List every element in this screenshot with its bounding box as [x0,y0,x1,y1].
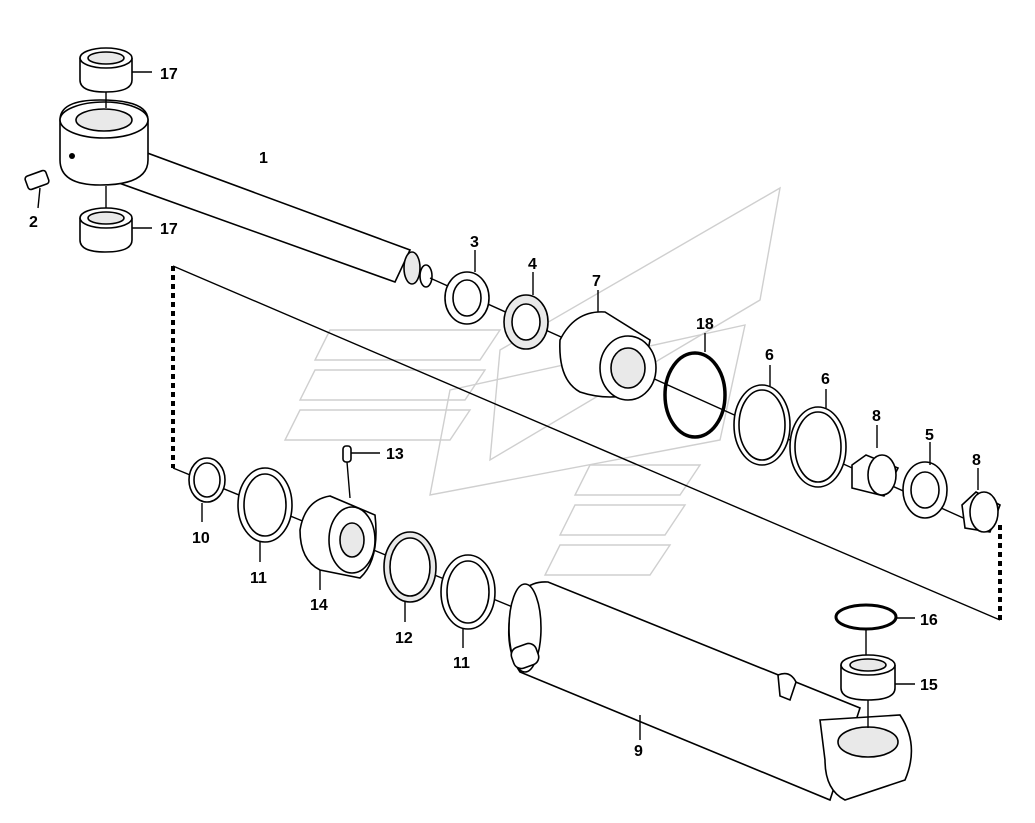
ring-6b [789,389,847,488]
ring-10 [188,457,226,522]
bushing-bottom [79,186,152,253]
assembly-connector [171,265,1002,621]
o-ring-18 [663,333,727,439]
seal-12 [383,531,437,622]
seal-4 [503,272,549,350]
label-14: 14 [310,597,328,614]
label-6-first: 6 [765,347,774,364]
label-6-second: 6 [821,371,830,388]
bushing-top [79,47,152,108]
label-4: 4 [528,256,537,273]
label-11-left: 11 [250,570,267,587]
label-18: 18 [696,316,714,333]
o-ring-16 [834,603,915,655]
ring-11a [237,467,293,562]
ring-11b [440,554,496,648]
wiper-5 [902,442,948,519]
label-12: 12 [395,630,413,647]
label-15: 15 [920,677,938,694]
ring-6a [733,365,791,466]
label-16: 16 [920,612,938,629]
bushing-8a [851,425,900,497]
piston-rod [59,99,433,288]
label-10: 10 [192,530,210,547]
cylinder-tube [507,581,913,802]
bushing-15 [840,654,915,728]
piston [299,495,377,590]
cylinder-head [559,290,657,401]
label-8-second: 8 [972,452,981,469]
label-2: 2 [29,214,38,231]
label-3: 3 [470,234,479,251]
label-7: 7 [592,273,601,290]
label-1: 1 [259,150,268,167]
seal-3 [444,250,490,325]
label-11-right: 11 [453,655,470,672]
label-9: 9 [634,743,643,760]
label-5: 5 [925,427,934,444]
label-13: 13 [386,446,404,463]
label-8-first: 8 [872,408,881,425]
bushing-8b [961,468,1001,533]
lock-pin [342,445,380,499]
grease-nipple [24,169,50,209]
label-17-bottom: 17 [160,221,178,238]
label-17-top: 17 [160,66,178,83]
